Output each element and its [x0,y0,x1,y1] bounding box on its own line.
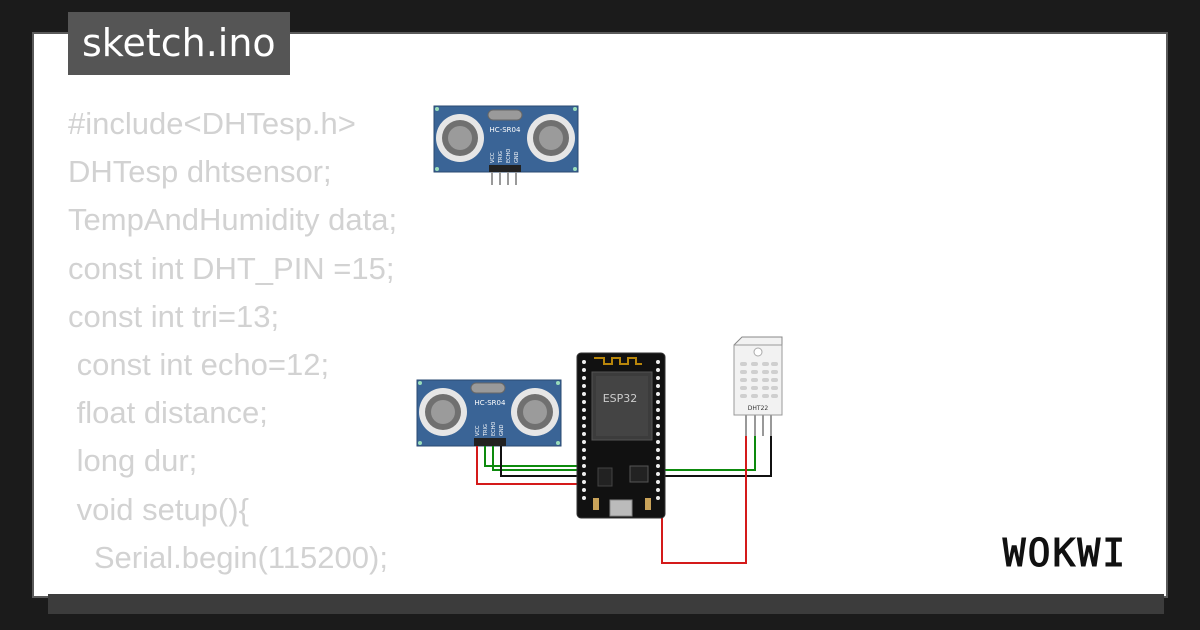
file-tab[interactable]: sketch.ino [68,12,290,75]
wire-echo [492,446,579,471]
wires [476,436,772,564]
pin-label: VCC [475,425,481,436]
code-line: TempAndHumidity data; [68,202,398,238]
pin-label: VCC [490,152,496,163]
code-line: long dur; [68,443,198,479]
code-line: float distance; [68,395,268,431]
esp32-board: ESP32 [576,352,666,519]
wokwi-logo-text: WOKWI [1003,531,1127,575]
code-snippet: #include<DHTesp.h> DHTesp dhtsensor; Tem… [68,100,404,596]
card-shadow [48,594,1164,614]
code-line: pinMode(tri,OUTPUT); [68,588,404,596]
pin-label: GND [514,151,520,163]
ultrasonic-label: HC-SR04 [490,126,521,134]
pin-header-left [582,360,586,500]
wire-dht-gnd [662,436,772,477]
pin-label: TRIG [483,424,489,437]
ultrasonic-sensor-top: HC-SR04 VCC TRIG ECHO GND [433,105,579,185]
pin-label: ECHO [491,422,497,436]
esp32-label: ESP32 [603,392,638,405]
ultrasonic-label: HC-SR04 [475,399,506,407]
code-line: Serial.begin(115200); [68,539,388,575]
dht-label: DHT22 [748,405,769,412]
dht22-sensor: DHT22 [733,336,783,436]
code-line: const int DHT_PIN =15; [68,250,395,286]
code-line: #include<DHTesp.h> [68,106,356,141]
wokwi-logo: WOKWI [1002,531,1127,576]
pin-label: GND [499,424,505,436]
code-line: const int echo=12; [68,347,330,383]
pin-header-right [656,360,660,500]
wire-dht-data [662,436,756,471]
wire-vcc [476,446,579,485]
code-line: DHTesp dhtsensor; [68,154,332,190]
wire-trig [484,446,579,467]
pin-label: TRIG [498,151,504,164]
code-line: void setup(){ [68,491,249,527]
wire-dht-vcc [661,436,747,564]
code-line: const int tri=13; [68,298,280,334]
ultrasonic-sensor: HC-SR04 VCC TRIG ECHO GND [416,379,562,447]
pin-label: ECHO [506,149,512,163]
wire-gnd [500,446,579,477]
